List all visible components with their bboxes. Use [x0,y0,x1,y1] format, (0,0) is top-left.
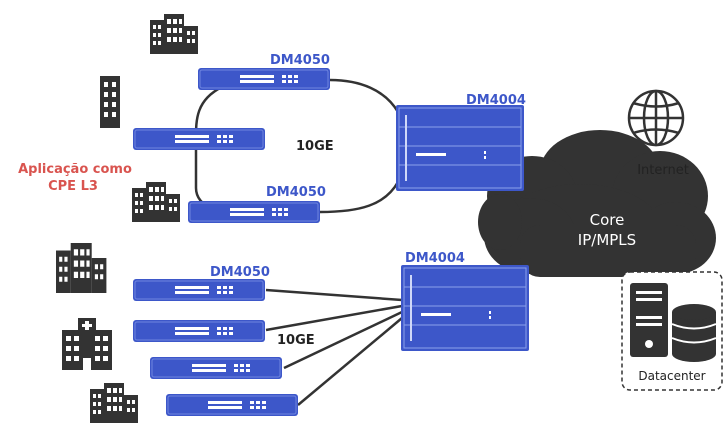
ring-link-core-top [329,78,400,113]
star-link-3 [283,310,403,370]
switch-ring-top [197,67,331,91]
application-label-line1: Aplicação como [18,162,132,177]
ring-bottom-label: DM4050 [266,185,326,200]
star-links [265,288,403,406]
ring-link-core-bottom [319,181,400,214]
switch-star-4 [165,393,299,417]
switch-ring-bottom [187,200,321,224]
switch-ring-middle [132,127,266,151]
server-icon [630,283,668,357]
star-link-4 [297,317,403,406]
ring-link-label: 10GE [296,139,334,154]
chassis-star-core [400,264,530,352]
star-link-label: 10GE [277,333,315,348]
hospital-icon [62,318,112,370]
switch-star-3 [149,356,283,380]
switch-star-2 [132,319,266,343]
building-icon [90,383,138,423]
building-icon [56,243,107,293]
building-icon [150,14,198,54]
application-label-line2: CPE L3 [48,179,98,194]
globe-icon [627,89,685,147]
building-icon [100,76,120,128]
internet-label: Internet [637,163,689,178]
cloud-label-line1: Core [590,211,625,229]
star-link-2 [265,304,403,332]
switch-star-1 [132,278,266,302]
ring-top-label: DM4050 [270,53,330,68]
star-top-label: DM4050 [210,265,270,280]
building-icon [132,182,180,222]
star-link-1 [265,288,403,302]
database-icon [671,304,717,362]
chassis-ring-core [395,104,525,192]
cloud-label-line2: IP/MPLS [578,231,636,249]
star-core-label: DM4004 [405,251,465,266]
datacenter-label: Datacenter [638,369,705,383]
ring-core-label: DM4004 [466,93,526,108]
